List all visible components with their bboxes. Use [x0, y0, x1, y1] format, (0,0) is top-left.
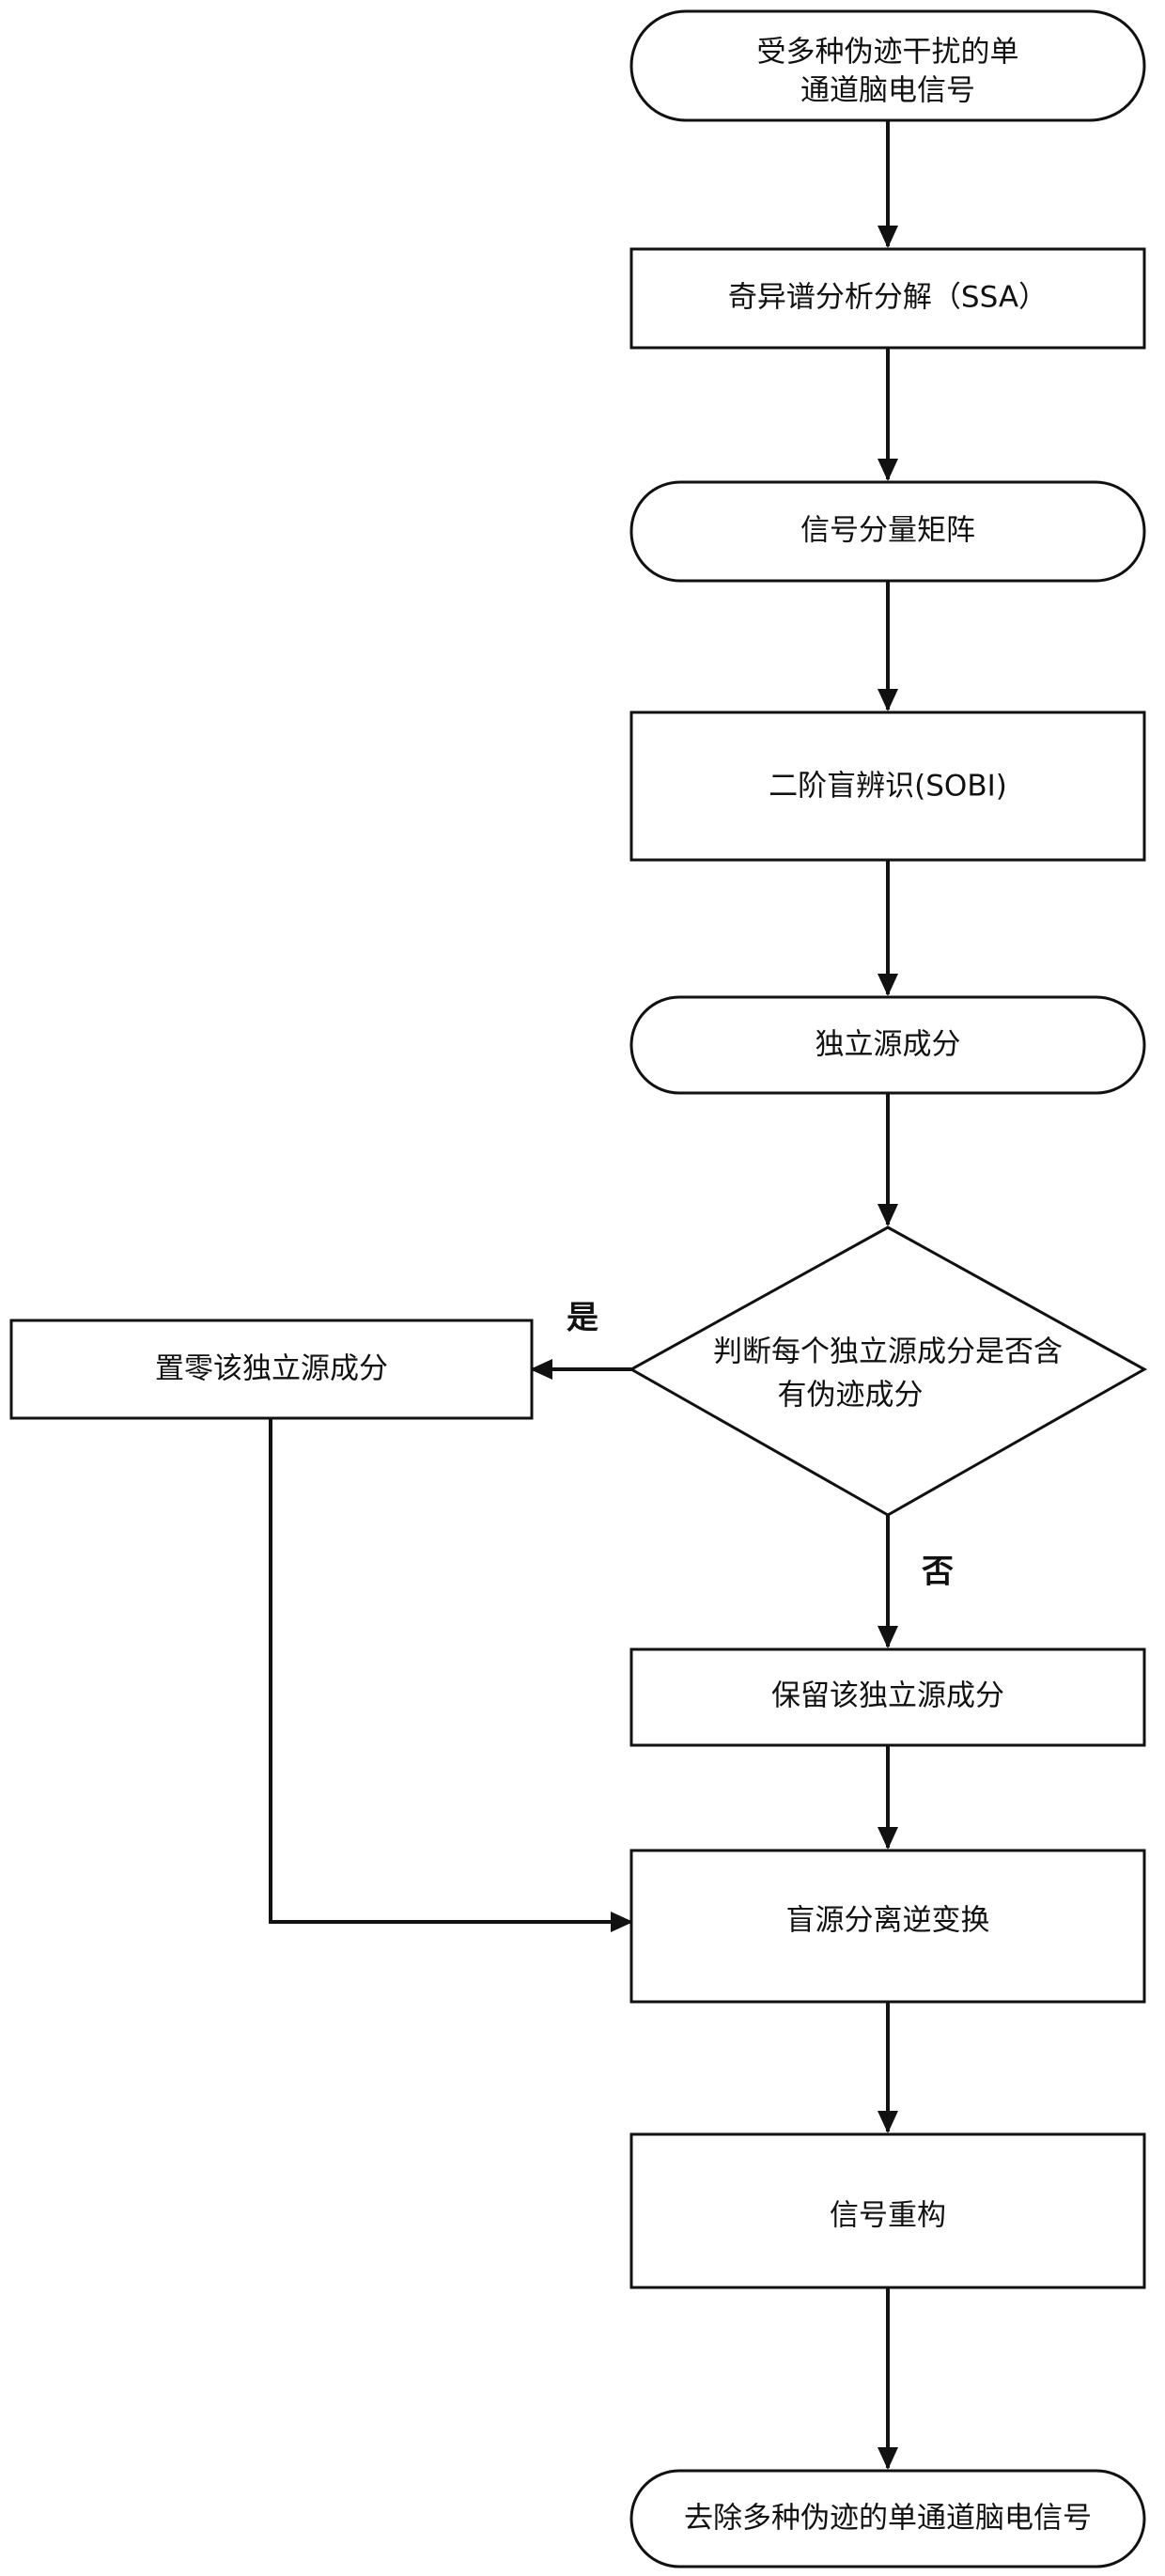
- branch-label-yes: 是: [567, 1300, 598, 1337]
- node-components: 独立源成分: [631, 997, 1144, 1093]
- node-input-label-line-2: 通道脑电信号: [800, 74, 975, 108]
- node-sobi-label: 二阶盲辨识(SOBI): [769, 770, 1007, 804]
- node-output: 去除多种伪迹的单通道脑电信号: [631, 2471, 1144, 2567]
- branch-label-no: 否: [922, 1553, 954, 1591]
- node-keep: 保留该独立源成分: [631, 1649, 1144, 1745]
- node-output-label: 去除多种伪迹的单通道脑电信号: [684, 2502, 1092, 2536]
- node-zero: 置零该独立源成分: [11, 1320, 532, 1418]
- node-decision-label-line-1: 判断每个独立源成分是否含: [713, 1335, 1063, 1369]
- node-sobi: 二阶盲辨识(SOBI): [631, 712, 1144, 860]
- node-decision: 判断每个独立源成分是否含 有伪迹成分: [631, 1227, 1144, 1515]
- node-components-label: 独立源成分: [816, 1028, 961, 1062]
- node-inverse: 盲源分离逆变换: [631, 1850, 1144, 2002]
- node-ssa-label: 奇异谱分析分解（SSA）: [728, 281, 1048, 315]
- node-input: 受多种伪迹干扰的单 通道脑电信号: [631, 11, 1144, 120]
- node-decision-shape: [631, 1227, 1144, 1515]
- node-matrix-label: 信号分量矩阵: [800, 514, 975, 548]
- node-zero-label: 置零该独立源成分: [155, 1352, 388, 1386]
- edge-zero-to-inverse: [271, 1418, 631, 1922]
- node-input-label-line-1: 受多种伪迹干扰的单: [757, 36, 1019, 70]
- node-keep-label: 保留该独立源成分: [771, 1679, 1004, 1713]
- node-inverse-label: 盲源分离逆变换: [786, 1904, 990, 1938]
- node-reconstruct: 信号重构: [631, 2134, 1144, 2287]
- node-ssa: 奇异谱分析分解（SSA）: [631, 249, 1144, 348]
- node-decision-label-line-2: 有伪迹成分: [778, 1379, 924, 1413]
- node-reconstruct-label: 信号重构: [830, 2199, 946, 2233]
- node-matrix: 信号分量矩阵: [631, 482, 1144, 581]
